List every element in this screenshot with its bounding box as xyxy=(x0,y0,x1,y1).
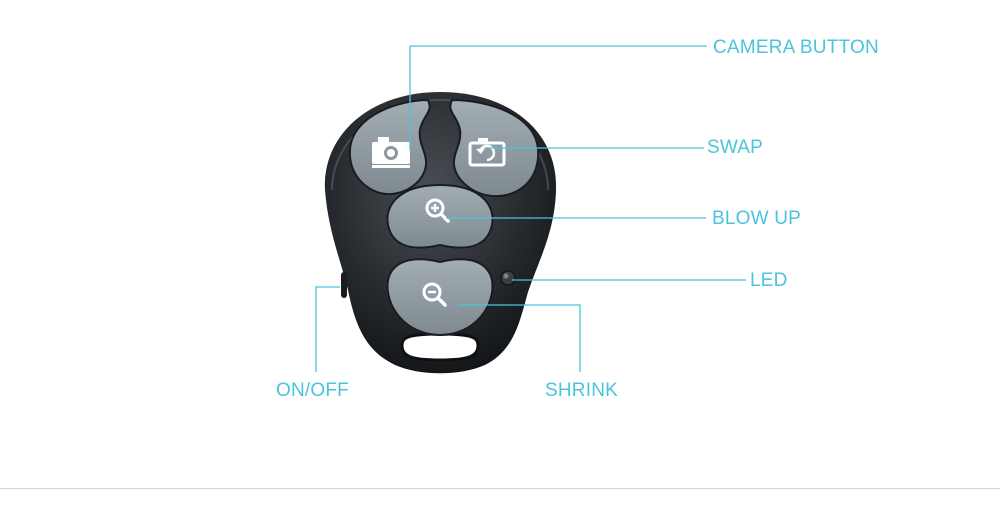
label-shrink: SHRINK xyxy=(545,380,618,401)
led-indicator-icon xyxy=(500,270,516,286)
label-on-off: ON/OFF xyxy=(276,380,349,401)
blow-up-button[interactable] xyxy=(386,183,494,249)
bottom-divider xyxy=(0,488,1000,489)
label-blow-up: BLOW UP xyxy=(712,208,802,229)
leader-on-off xyxy=(315,286,340,372)
label-led: LED xyxy=(750,270,788,291)
leader-camera xyxy=(409,45,707,150)
zoom-in-icon xyxy=(425,198,450,223)
label-camera-button: CAMERA BUTTON xyxy=(713,37,879,58)
shrink-button[interactable] xyxy=(386,258,494,337)
on-off-switch[interactable] xyxy=(341,272,347,298)
label-swap: SWAP xyxy=(707,137,764,158)
zoom-out-icon xyxy=(422,282,447,307)
camera-icon xyxy=(372,137,410,168)
leader-shrink xyxy=(458,304,581,372)
